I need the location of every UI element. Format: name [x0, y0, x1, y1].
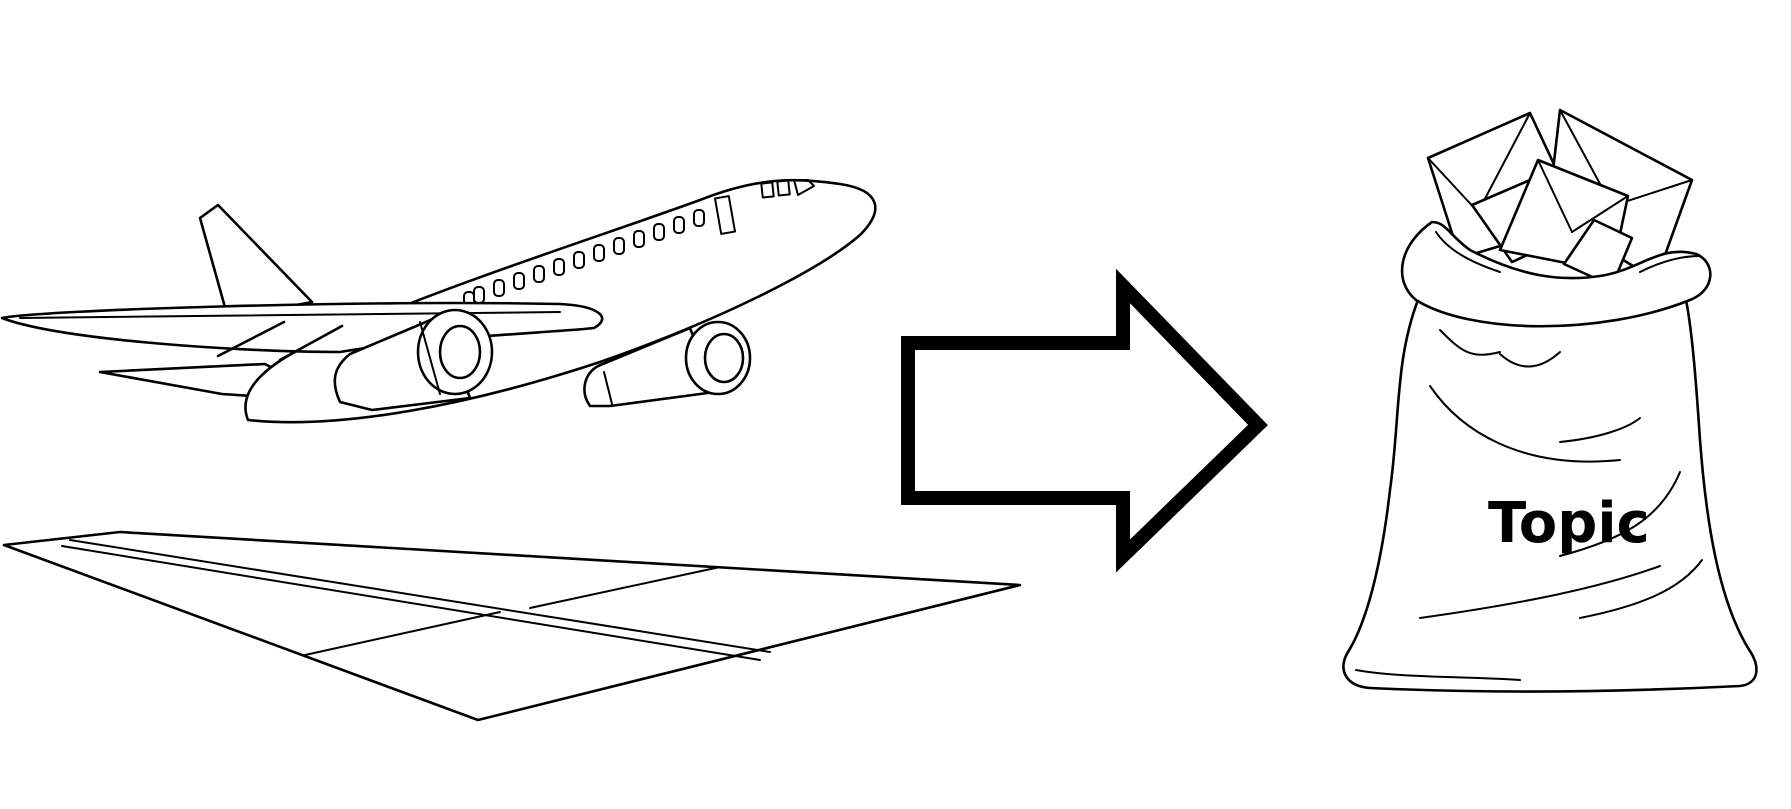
airplane-icon [2, 180, 875, 422]
right-arrow-icon [908, 286, 1258, 556]
runway-icon [4, 532, 1020, 720]
sack-label: Topic [1488, 491, 1650, 556]
sack-icon: Topic [1343, 110, 1756, 692]
